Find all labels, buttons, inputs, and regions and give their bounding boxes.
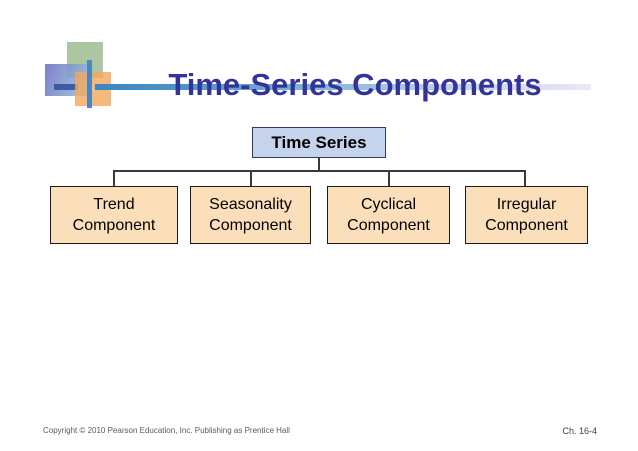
diagram-node-cyclical-line1: Cyclical: [360, 196, 417, 213]
connector-drop-seasonality: [250, 170, 252, 187]
diagram-node-irregular-component[interactable]: Irregular Component: [465, 186, 588, 244]
diagram-node-trend-line2: Component: [72, 217, 156, 234]
page-title: Time-Series Components: [168, 66, 542, 102]
connector-drop-cyclical: [388, 170, 390, 187]
diagram-node-cyclical-line2: Component: [347, 217, 430, 234]
diagram-node-cyclical-component[interactable]: Cyclical Component: [327, 186, 450, 244]
connector-root-stem: [318, 158, 320, 172]
diagram-node-time-series[interactable]: Time Series: [252, 127, 386, 158]
connector-horizontal-bar: [113, 170, 525, 172]
footer-copyright: Copyright © 2010 Pearson Education, Inc.…: [43, 426, 290, 435]
diagram-node-irregular-line2: Component: [485, 217, 568, 234]
diagram-node-time-series-label: Time Series: [271, 133, 367, 152]
diagram-node-seasonality-component[interactable]: Seasonality Component: [190, 186, 311, 244]
logo-blue-dash: [54, 84, 78, 90]
footer-chapter-number: Ch. 16-4: [562, 426, 597, 436]
connector-drop-irregular: [524, 170, 526, 187]
diagram-node-seasonality-line1: Seasonality: [209, 196, 292, 213]
diagram-node-irregular-line1: Irregular: [496, 196, 557, 213]
diagram-node-trend-line1: Trend: [93, 196, 135, 213]
connector-drop-trend: [113, 170, 115, 187]
diagram-node-trend-component[interactable]: Trend Component: [50, 186, 178, 244]
pearson-squares-logo: [45, 42, 117, 108]
logo-vertical-line: [87, 60, 92, 108]
diagram-node-seasonality-line2: Component: [209, 217, 292, 234]
title-accent-bar: [95, 84, 591, 90]
